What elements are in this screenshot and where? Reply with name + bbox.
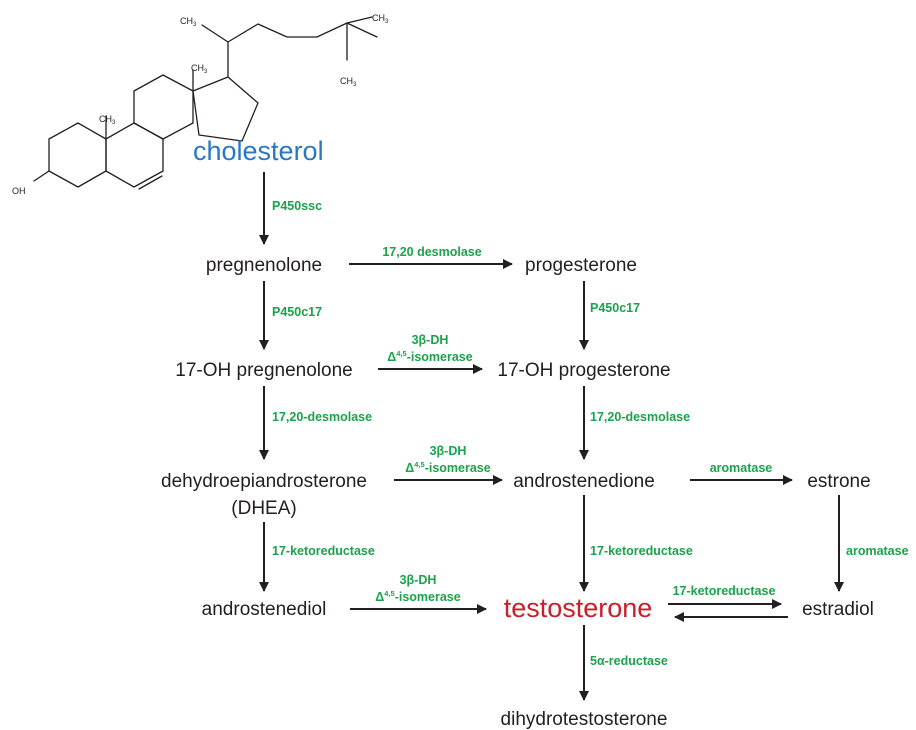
- methyl-18-label: CH3: [191, 63, 208, 75]
- compound-17oh-progesterone: 17-OH progesterone: [497, 360, 670, 381]
- enzyme-3b-dh-2: 3β-DH: [430, 444, 467, 458]
- enzyme-17-ketoreductase-estradiol: 17-ketoreductase: [673, 584, 776, 598]
- enzyme-p450ssc: P450ssc: [272, 199, 322, 213]
- side-chain-methyl-bond: [201, 24, 229, 43]
- compound-progesterone: progesterone: [525, 255, 637, 276]
- enzyme-isomerase-1: Δ4,5-isomerase: [387, 349, 472, 364]
- compound-estrone: estrone: [807, 471, 870, 492]
- compound-cholesterol: cholesterol: [193, 136, 324, 166]
- terminal-methyl-b-label: CH3: [340, 76, 357, 88]
- compound-dhea-abbr: (DHEA): [231, 498, 296, 519]
- terminal-methyl-a-bond: [346, 16, 373, 24]
- enzyme-isomerase-2: Δ4,5-isomerase: [405, 460, 490, 475]
- terminal-methyl-a-label: CH3: [372, 13, 389, 25]
- compound-androstenediol: androstenediol: [202, 599, 327, 620]
- enzyme-17-20-desmolase-right: 17,20-desmolase: [590, 410, 690, 424]
- compound-dihydrotestosterone: dihydrotestosterone: [501, 709, 668, 730]
- ring-a: [48, 122, 107, 188]
- compound-testosterone: testosterone: [504, 593, 653, 623]
- enzyme-p450c17-left: P450c17: [272, 305, 322, 319]
- ring-c: [133, 74, 194, 140]
- side-chain: [227, 22, 378, 78]
- enzyme-17-20-desmolase-left: 17,20-desmolase: [272, 410, 372, 424]
- oh-label: OH: [12, 186, 26, 196]
- methyl-19-label: CH3: [99, 114, 116, 126]
- compound-17oh-pregnenolone: 17-OH pregnenolone: [175, 360, 352, 381]
- enzyme-p450c17-right: P450c17: [590, 301, 640, 315]
- side-chain-methyl-label: CH3: [180, 16, 197, 28]
- enzyme-17-20-desmolase-top: 17,20 desmolase: [382, 245, 481, 259]
- enzyme-17-ketoreductase-mid: 17-ketoreductase: [590, 544, 693, 558]
- enzyme-aromatase-right: aromatase: [846, 544, 909, 558]
- compound-estradiol: estradiol: [802, 599, 874, 620]
- ring-d: [192, 76, 259, 142]
- double-bond: [138, 175, 163, 190]
- enzyme-3b-dh-3: 3β-DH: [400, 573, 437, 587]
- enzyme-17-ketoreductase-left: 17-ketoreductase: [272, 544, 375, 558]
- enzyme-5a-reductase: 5α-reductase: [590, 654, 668, 668]
- cholesterol-structure: OH CH3 CH3 CH3 CH3 CH3: [12, 13, 389, 196]
- compound-dhea: dehydroepiandrosterone: [161, 471, 367, 492]
- enzyme-3b-dh-1: 3β-DH: [412, 333, 449, 347]
- compound-androstenedione: androstenedione: [513, 471, 655, 492]
- compound-pregnenolone: pregnenolone: [206, 255, 322, 276]
- enzyme-aromatase-top: aromatase: [710, 461, 773, 475]
- ring-b: [105, 122, 164, 188]
- oh-bond: [33, 170, 50, 182]
- enzyme-isomerase-3: Δ4,5-isomerase: [375, 589, 460, 604]
